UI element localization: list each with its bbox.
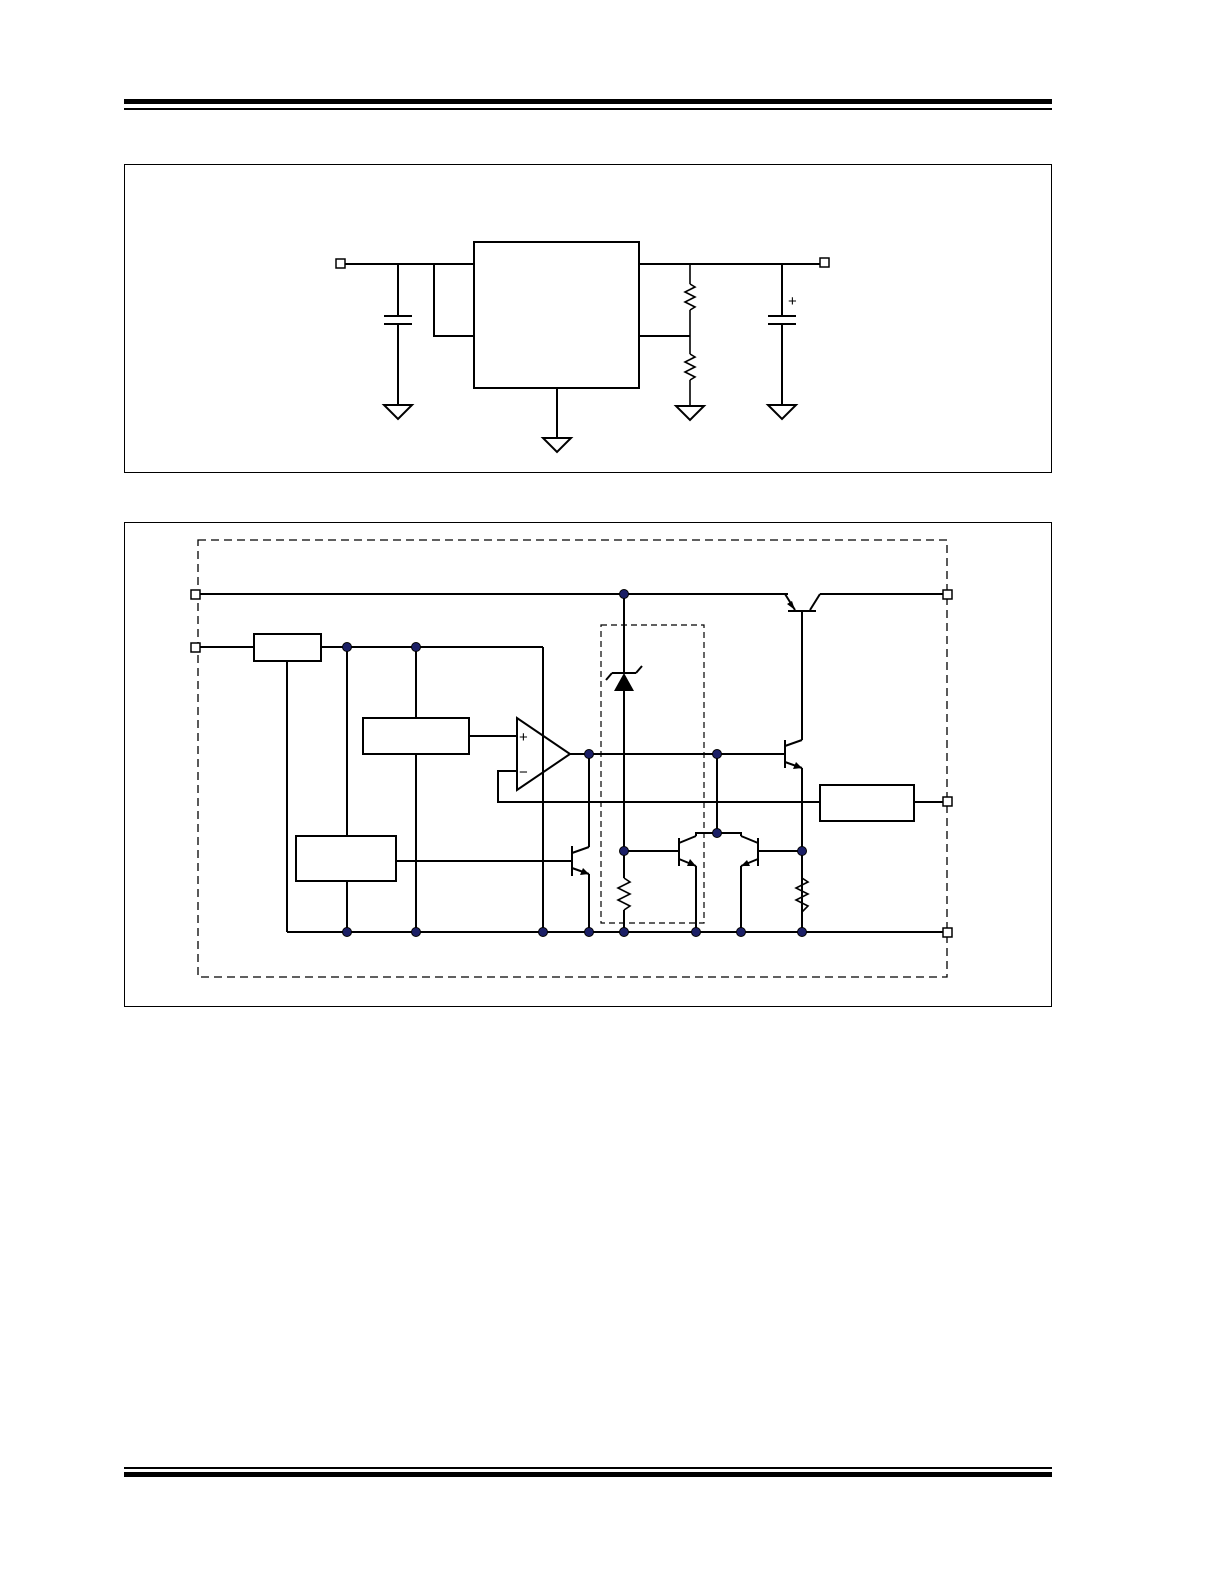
input-capacitor bbox=[384, 264, 412, 405]
footer-rule-thin bbox=[124, 1467, 1052, 1469]
driver-transistor bbox=[717, 739, 803, 932]
ground-icon bbox=[381, 404, 415, 421]
thermal-shutdown-block bbox=[295, 835, 397, 882]
feedback-terminal bbox=[942, 796, 953, 807]
footer-rule-thick bbox=[124, 1472, 1052, 1477]
amp-noninverting-mark: + bbox=[519, 729, 528, 746]
header-rule-thick bbox=[124, 99, 1052, 104]
input-terminal bbox=[190, 589, 201, 600]
header-rule-thin bbox=[124, 108, 1052, 110]
output-capacitor bbox=[768, 264, 796, 405]
shutdown-tie-wire bbox=[433, 264, 474, 337]
amp-inverting-mark: − bbox=[519, 764, 528, 781]
shutdown-terminal bbox=[190, 642, 201, 653]
reference-voltage-block bbox=[362, 717, 470, 755]
input-terminal bbox=[335, 258, 346, 269]
ground-icon bbox=[765, 404, 799, 421]
package-boundary bbox=[197, 539, 948, 978]
output-cap-polarity-mark: + bbox=[788, 293, 797, 310]
error-amplifier bbox=[516, 716, 572, 792]
figure-2-frame bbox=[124, 522, 1052, 1007]
output-terminal bbox=[942, 589, 953, 600]
zener-diode bbox=[605, 594, 643, 932]
functional-block-schematic: + − bbox=[190, 539, 953, 978]
pass-transistor bbox=[784, 593, 821, 740]
feedback-sense-block bbox=[819, 784, 915, 822]
ground-icon bbox=[540, 437, 574, 454]
typical-application-schematic: + bbox=[335, 241, 830, 454]
output-terminal bbox=[819, 257, 830, 268]
shutdown-input-block bbox=[253, 633, 322, 662]
current-mirror bbox=[624, 754, 802, 932]
shutdown-transistor bbox=[571, 754, 590, 932]
reference-boundary bbox=[600, 624, 705, 924]
junction-dots bbox=[342, 589, 807, 937]
feedback-resistor-divider bbox=[683, 264, 697, 406]
ground-icon bbox=[673, 405, 707, 422]
bias-resistor bbox=[794, 877, 810, 913]
regulator-ic-block bbox=[473, 241, 640, 389]
ground-terminal bbox=[942, 927, 953, 938]
feedback-wire bbox=[497, 770, 820, 803]
figure-1-frame bbox=[124, 164, 1052, 473]
